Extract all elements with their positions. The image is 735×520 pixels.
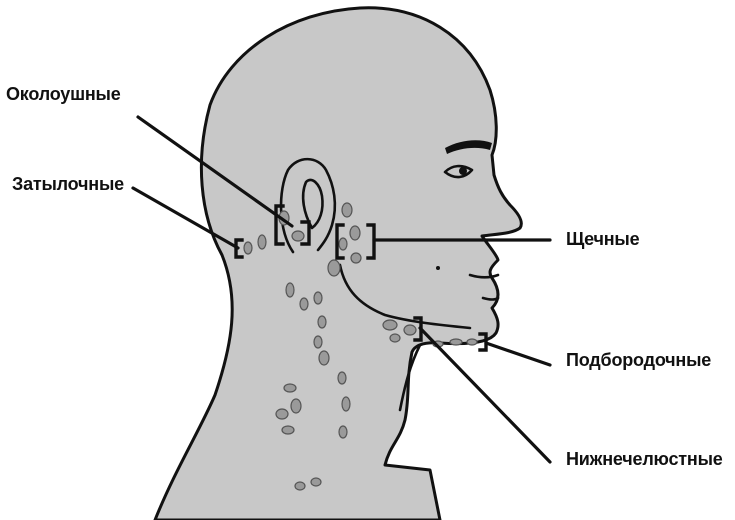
buccal-label: Щечные <box>566 229 639 250</box>
parotid-label: Околоушные <box>6 84 121 105</box>
chin-crease <box>483 298 498 300</box>
submandibular-label: Нижнечелюстные <box>566 449 723 470</box>
dimple <box>436 266 440 270</box>
submental-leader <box>486 343 550 365</box>
occipital-label: Затылочные <box>12 174 124 195</box>
pupil <box>459 167 467 175</box>
submental-label: Подбородочные <box>566 350 711 371</box>
